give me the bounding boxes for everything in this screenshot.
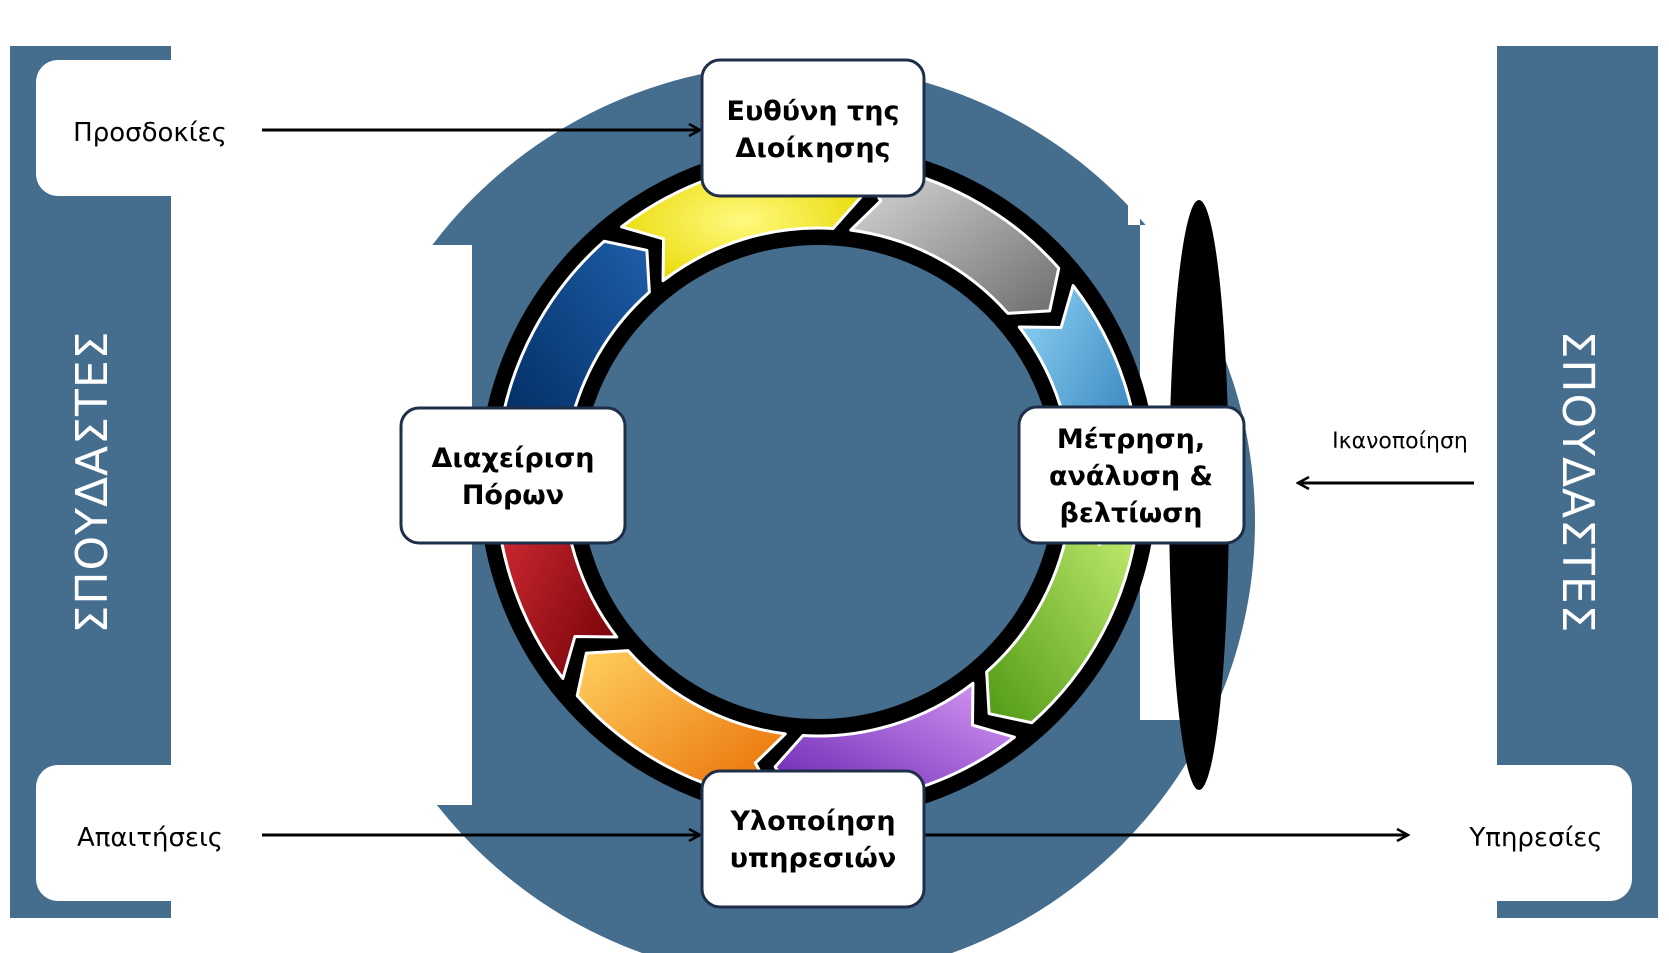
segment-gray <box>849 161 1061 315</box>
services-box <box>1300 765 1632 901</box>
circle-cutout-right-top <box>1128 128 1140 225</box>
requirements-label: Απαιτήσεις <box>77 823 223 853</box>
process-box-resources: Διαχείριση Πόρων <box>399 406 627 545</box>
measurement-line-1: Μέτρηση, <box>1057 424 1205 455</box>
process-box-measurement: Μέτρηση, ανάλυση & βελτίωση <box>1017 405 1246 545</box>
implementation-line-2: υπηρεσιών <box>730 843 897 874</box>
right-bar-label: ΣΠΟΥΔΑΣΤΕΣ <box>1552 331 1603 634</box>
left-bar-label: ΣΠΟΥΔΑΣΤΕΣ <box>67 331 118 634</box>
expectations-box <box>36 60 366 196</box>
satisfaction-label: Ικανοποίηση <box>1332 429 1468 454</box>
implementation-line-1: Υλοποίηση <box>729 806 895 837</box>
management-line-2: Διοίκησης <box>735 133 890 164</box>
resources-line-2: Πόρων <box>462 480 564 511</box>
process-box-management: Ευθύνη της Διοίκησης <box>700 58 926 198</box>
measurement-line-2: ανάλυση & <box>1049 461 1213 492</box>
measurement-line-3: βελτίωση <box>1060 498 1203 529</box>
segment-green <box>985 513 1139 725</box>
requirements-box <box>36 765 366 901</box>
process-box-implementation: Υλοποίηση υπηρεσιών <box>700 769 926 909</box>
resources-line-1: Διαχείριση <box>431 443 594 474</box>
services-label: Υπηρεσίες <box>1468 823 1602 853</box>
expectations-label: Προσδοκίες <box>73 118 227 148</box>
management-line-1: Ευθύνη της <box>727 96 900 127</box>
